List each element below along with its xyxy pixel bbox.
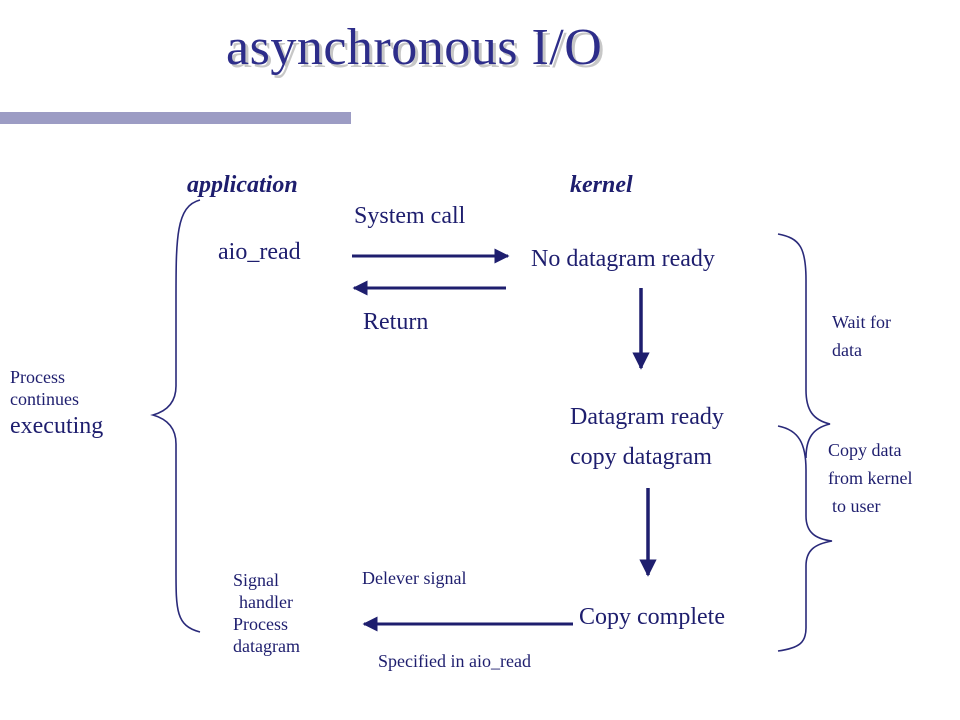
executing-note-line: executing xyxy=(10,412,104,439)
continues-note-line: continues xyxy=(10,388,79,409)
wait-for-data-note: Wait for data xyxy=(832,312,891,362)
left-brace xyxy=(150,199,201,633)
copy-data-note: Copy data from kernel to user xyxy=(828,440,912,518)
signal-handler-note: Signal handler Process datagram xyxy=(233,570,300,658)
to-user-line: to user xyxy=(832,495,881,516)
handler-line: handler xyxy=(239,591,293,612)
from-kernel-line: from kernel xyxy=(828,467,913,488)
kernel-header: kernel xyxy=(570,172,633,198)
return-label: Return xyxy=(363,309,429,335)
process-continues-note: Process continues executing xyxy=(10,367,103,440)
copy-complete-label: Copy complete xyxy=(579,604,725,630)
data-line: data xyxy=(832,339,862,360)
process-note-line: Process xyxy=(10,367,65,387)
right-brace-wait xyxy=(777,233,831,459)
title-underline-bar xyxy=(0,112,351,124)
datagram-line: datagram xyxy=(233,635,300,656)
specified-in-aio-read-label: Specified in aio_read xyxy=(378,651,531,671)
no-datagram-ready-label: No datagram ready xyxy=(531,246,715,272)
aio-read-label: aio_read xyxy=(218,239,301,265)
copy-data-line: Copy data xyxy=(828,440,902,460)
datagram-ready-label: Datagram ready xyxy=(570,404,724,430)
process-line: Process xyxy=(233,613,288,634)
delever-signal-label: Delever signal xyxy=(362,568,467,588)
right-brace-copy xyxy=(777,425,833,652)
wait-for-line: Wait for xyxy=(832,312,892,332)
signal-line: Signal xyxy=(233,570,280,590)
application-header: application xyxy=(187,172,298,198)
copy-datagram-label: copy datagram xyxy=(570,444,712,470)
system-call-label: System call xyxy=(354,203,466,229)
page-title: asynchronous I/O xyxy=(226,19,603,76)
